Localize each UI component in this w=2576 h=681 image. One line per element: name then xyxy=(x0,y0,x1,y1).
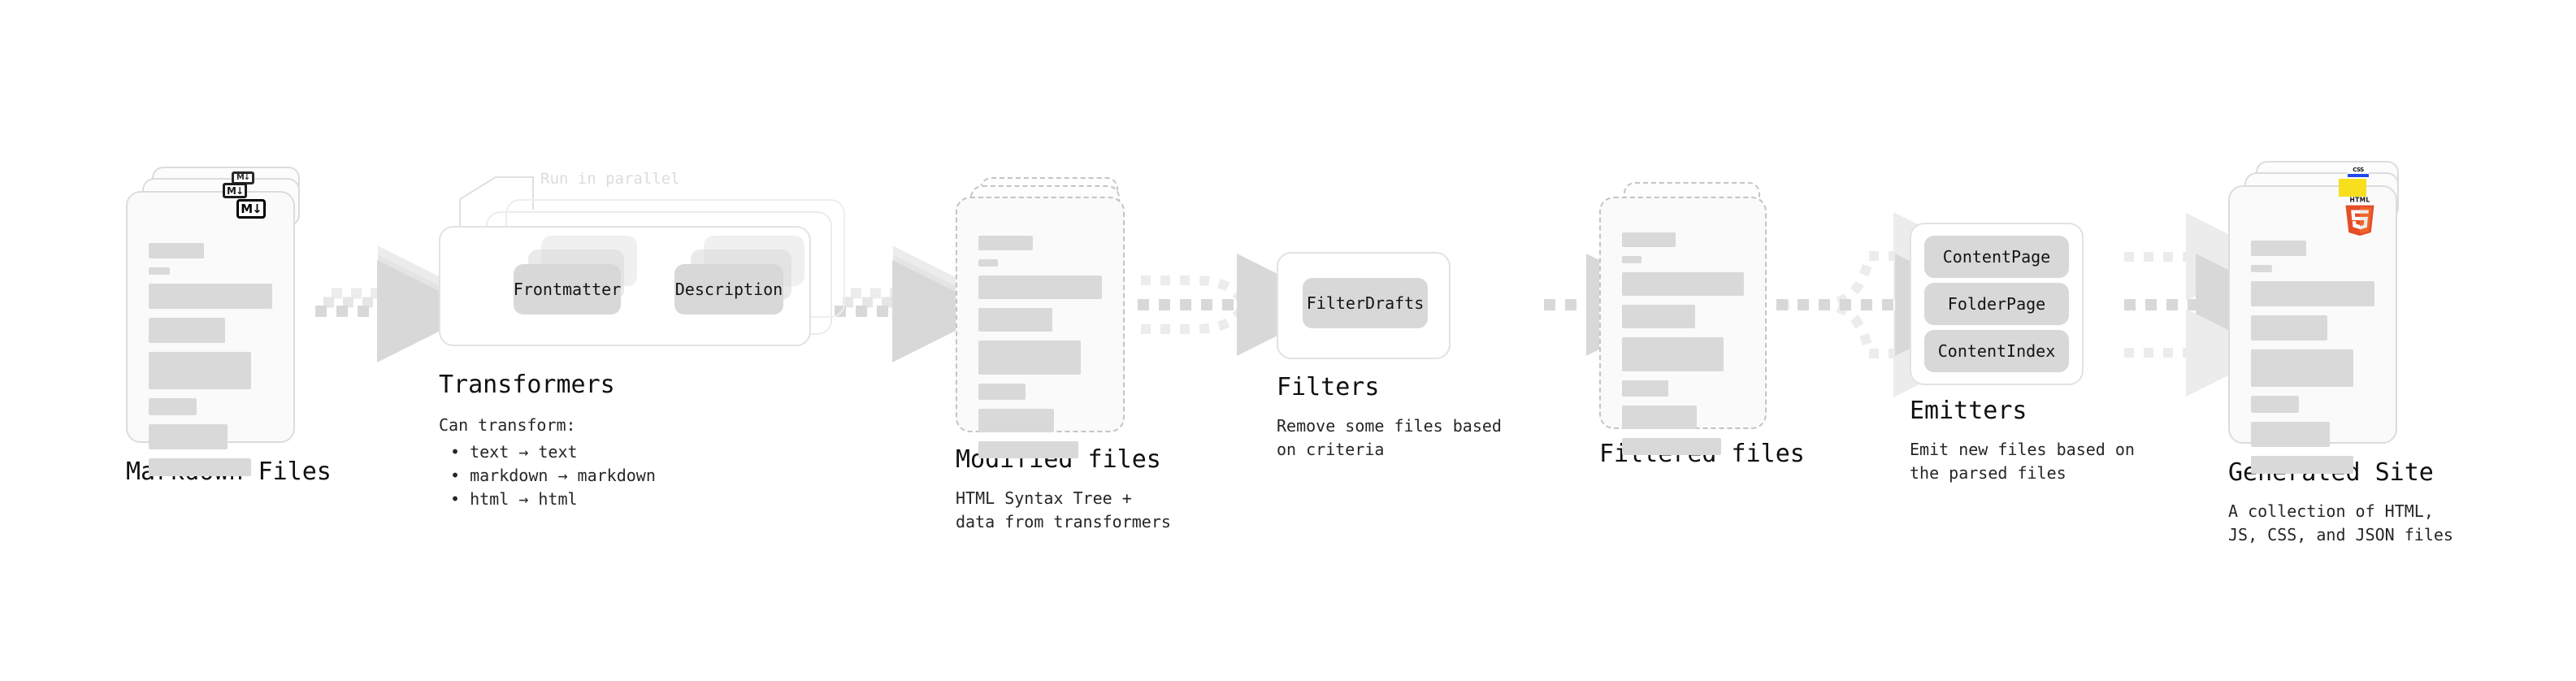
stage-filters: FilterDrafts Filters Remove some files b… xyxy=(1277,252,1502,462)
generated-site-desc: A collection of HTML, JS, CSS, and JSON … xyxy=(2228,501,2453,544)
stage-modified-files: Modified files HTML Syntax Tree + data f… xyxy=(956,177,1171,534)
site-placeholder-lines xyxy=(2251,241,2374,483)
emitters-desc: Emit new files based on the parsed files xyxy=(1910,440,2135,483)
emitter-pill-contentpage[interactable]: ContentPage xyxy=(1924,236,2069,278)
markdown-card-front xyxy=(126,191,295,476)
transformer-pill-frontmatter[interactable]: Frontmatter xyxy=(514,264,621,314)
markdown-badge: M↓ xyxy=(236,199,266,219)
css-badge: CSS xyxy=(2348,166,2369,179)
transformer-pill-description-label: Description xyxy=(674,280,783,299)
emitter-pill-contentpage-label: ContentPage xyxy=(1942,247,2051,267)
filtered-card-front xyxy=(1599,197,1767,455)
list-item: • text → text xyxy=(450,442,578,462)
html5-badge: HTML xyxy=(2342,196,2378,236)
emitters-label: Emitters xyxy=(1910,397,2027,425)
modified-files-desc: HTML Syntax Tree + data from transformer… xyxy=(956,488,1171,531)
filters-desc: Remove some files based on criteria xyxy=(1277,416,1502,459)
stage-generated-site: CSS HTML Generated Site A collection of … xyxy=(2228,161,2453,547)
markdown-placeholder-lines xyxy=(149,243,272,485)
transformer-pill-frontmatter-label: Frontmatter xyxy=(513,280,622,299)
transformers-label: Transformers xyxy=(439,371,615,399)
stage-filtered-files: Filtered files xyxy=(1599,182,1805,468)
css-badge-label: CSS xyxy=(2353,167,2364,173)
arrow-emitters-to-site xyxy=(2124,213,2298,397)
run-in-parallel-label: Run in parallel xyxy=(540,170,680,188)
transformer-pill-description[interactable]: Description xyxy=(674,264,783,314)
filtered-placeholder-lines xyxy=(1622,232,1744,464)
emitter-pill-contentindex[interactable]: ContentIndex xyxy=(1924,330,2069,372)
emitter-pill-folderpage[interactable]: FolderPage xyxy=(1924,283,2069,325)
modified-card-front xyxy=(956,197,1125,458)
list-item: • markdown → markdown xyxy=(450,466,656,485)
stage-transformers: Frontmatter Description Run in parallel … xyxy=(439,170,861,511)
emitter-pill-contentindex-label: ContentIndex xyxy=(1937,341,2056,361)
emitter-pill-folderpage-label: FolderPage xyxy=(1947,294,2046,314)
filter-pill-filterdrafts[interactable]: FilterDrafts xyxy=(1303,278,1428,328)
markdown-badge-back-1: M↓ xyxy=(223,183,247,198)
filters-label: Filters xyxy=(1277,373,1380,401)
filter-pill-filterdrafts-label: FilterDrafts xyxy=(1306,293,1425,313)
transformers-bullet-list: • text → text • markdown → markdown • ht… xyxy=(439,440,861,511)
js-badge xyxy=(2339,179,2366,197)
svg-text:HTML: HTML xyxy=(2350,197,2370,204)
modified-placeholder-lines xyxy=(978,236,1102,467)
transformers-desc: Can transform: xyxy=(439,415,576,435)
list-item: • html → html xyxy=(450,489,578,509)
css-badge-bar xyxy=(2348,174,2369,177)
stage-markdown-files: M↓ M↓ M↓ Markdown Files xyxy=(126,167,332,486)
stage-emitters: ContentPage FolderPage ContentIndex Emit… xyxy=(1910,223,2135,485)
